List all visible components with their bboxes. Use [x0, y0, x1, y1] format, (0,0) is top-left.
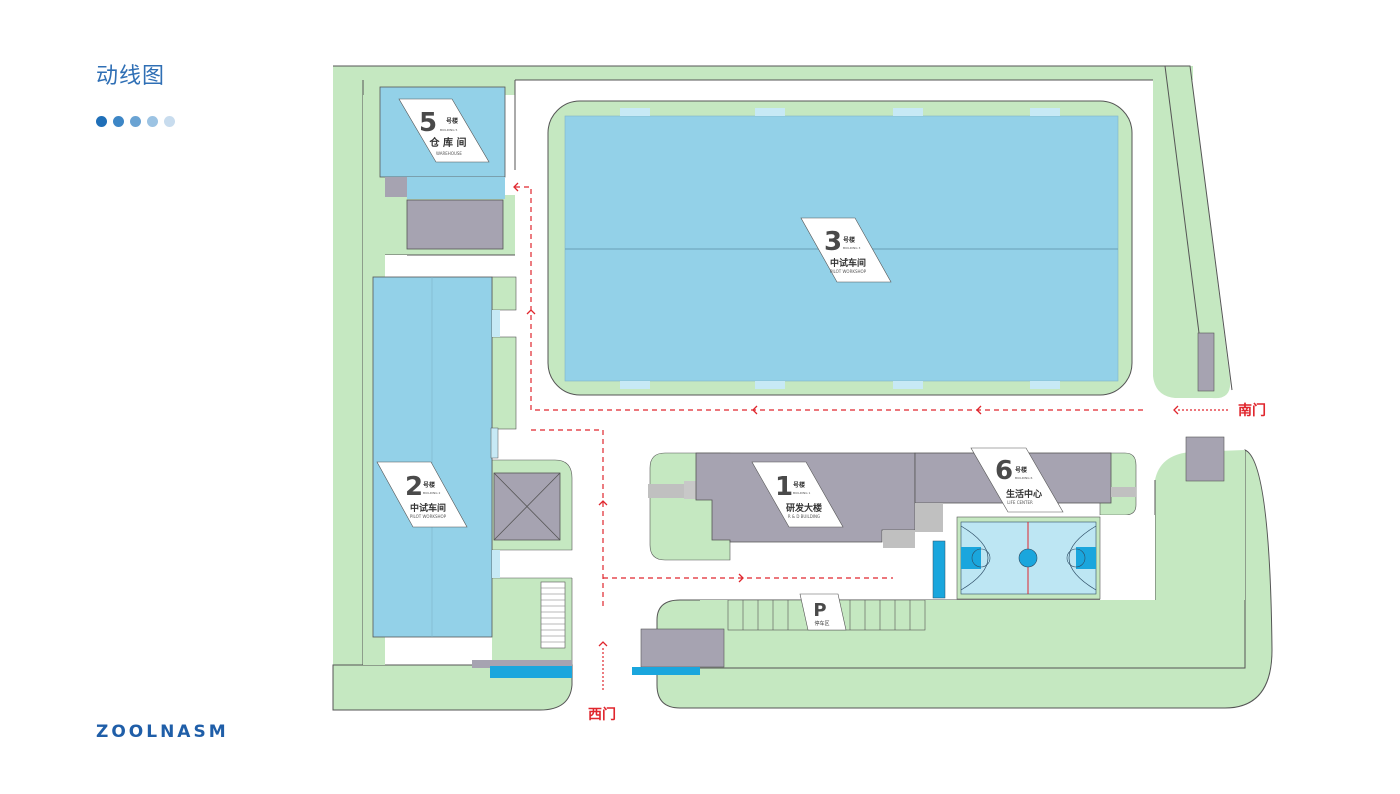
svg-text:WAREHOUSE: WAREHOUSE — [436, 151, 462, 156]
svg-text:LIFE CENTER: LIFE CENTER — [1007, 500, 1033, 505]
svg-text:PILOT WORKSHOP: PILOT WORKSHOP — [830, 269, 867, 274]
svg-text:BUILDING 3: BUILDING 3 — [843, 246, 861, 250]
parking-symbol: P — [813, 600, 826, 621]
svg-text:BUILDING 2: BUILDING 2 — [423, 491, 441, 495]
page-title: 动线图 — [96, 64, 166, 89]
svg-text:PILOT WORKSHOP: PILOT WORKSHOP — [410, 514, 447, 519]
b2-name-cn: 中试车间 — [410, 502, 446, 514]
svg-text:号楼: 号楼 — [843, 236, 855, 244]
dot-3 — [130, 116, 141, 127]
svg-text:BUILDING 1: BUILDING 1 — [793, 491, 811, 495]
b6-number: 6 — [995, 456, 1013, 486]
route-arrows — [513, 182, 1179, 647]
label-building-1: 1 号楼 BUILDING 1 研发大楼 R & D BUILDING — [751, 461, 844, 528]
dot-5 — [164, 116, 175, 127]
parking-area[interactable]: P 停车区 — [632, 593, 926, 675]
basketball-court — [932, 516, 1101, 600]
svg-text:号楼: 号楼 — [446, 117, 458, 125]
south-gate-label: 南门 — [1238, 402, 1266, 419]
dot-2 — [113, 116, 124, 127]
svg-text:BUILDING 6: BUILDING 6 — [1015, 476, 1033, 480]
b2-number: 2 — [405, 472, 423, 502]
b5-name-cn: 仓 库 间 — [429, 136, 467, 149]
svg-text:BUILDING 5: BUILDING 5 — [440, 128, 458, 132]
dot-4 — [147, 116, 158, 127]
b6-name-cn: 生活中心 — [1006, 488, 1042, 500]
label-building-5: 5 号楼 BUILDING 5 仓 库 间 WAREHOUSE — [398, 98, 490, 163]
b1-number: 1 — [775, 472, 793, 502]
label-building-2: 2 号楼 BUILDING 2 中试车间 PILOT WORKSHOP — [376, 461, 468, 528]
b1-name-cn: 研发大楼 — [786, 502, 822, 514]
svg-text:号楼: 号楼 — [793, 481, 805, 489]
progress-dots — [96, 116, 175, 127]
svg-text:号楼: 号楼 — [1015, 466, 1027, 474]
svg-text:R & D BUILDING: R & D BUILDING — [788, 514, 820, 519]
label-building-3: 3 号楼 BUILDING 3 中试车间 PILOT WORKSHOP — [800, 217, 892, 283]
parking-label: 停车区 — [814, 620, 829, 627]
svg-text:号楼: 号楼 — [423, 481, 435, 489]
west-gate-label: 西门 — [588, 706, 616, 723]
dot-1 — [96, 116, 107, 127]
building-2[interactable] — [372, 276, 572, 678]
b3-number: 3 — [824, 227, 842, 257]
brand-logo: ZOOLNASM — [96, 722, 229, 742]
label-building-6: 6 号楼 BUILDING 6 生活中心 LIFE CENTER — [970, 447, 1064, 513]
b5-number: 5 — [419, 108, 437, 138]
route-lines — [513, 186, 1230, 690]
b3-name-cn: 中试车间 — [830, 257, 866, 269]
